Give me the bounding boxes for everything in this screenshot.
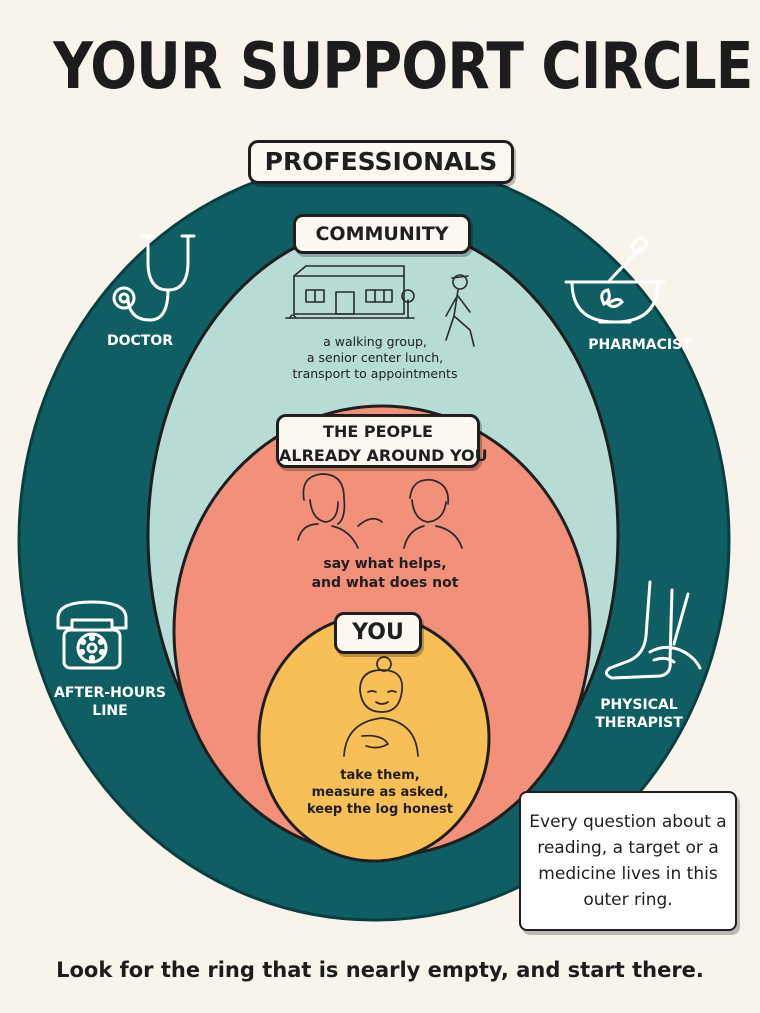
mortar-pestle-icon [564, 236, 666, 324]
physical-therapist-line2: THERAPIST [595, 715, 683, 731]
people-label-line1: THE PEOPLE [323, 422, 433, 441]
after-hours-line1: AFTER-HOURS [54, 685, 166, 701]
community-text-line3: transport to appointments [292, 366, 458, 381]
you-label-text: YOU [352, 620, 404, 645]
community-text-line1: a walking group, [323, 334, 427, 349]
doctor-label-text: DOCTOR [106, 333, 174, 349]
community-text: a walking group, a senior center lunch, … [270, 334, 480, 382]
physical-therapist-label: PHYSICAL THERAPIST [574, 696, 704, 732]
physical-therapist-line1: PHYSICAL [600, 697, 678, 713]
you-label: YOU [334, 612, 422, 654]
page-title: YOUR SUPPORT CIRCLE [53, 30, 753, 104]
pharmacist-label: PHARMACIST [570, 336, 710, 354]
you-text-line3: keep the log honest [306, 802, 453, 817]
professionals-label: PROFESSIONALS [248, 140, 514, 184]
doctor-label: DOCTOR [90, 332, 190, 350]
community-text-line2: a senior center lunch, [306, 350, 444, 365]
pharmacist-label-text: PHARMACIST [588, 337, 692, 353]
walking-person-icon [445, 274, 475, 347]
stethoscope-icon [112, 234, 196, 322]
people-text: say what helps, and what does not [280, 555, 490, 593]
building-icon [285, 265, 415, 319]
community-label-text: COMMUNITY [315, 223, 449, 245]
after-hours-line2: LINE [92, 703, 128, 719]
outer-ring-note: Every question about a reading, a target… [519, 791, 737, 931]
people-label-line2: ALREADY AROUND YOU [279, 446, 488, 465]
footer-text: Look for the ring that is nearly empty, … [56, 958, 704, 982]
outer-ring-note-text: Every question about a reading, a target… [529, 812, 727, 910]
telephone-icon [56, 600, 128, 670]
physical-therapy-icon [605, 580, 702, 680]
people-label: THE PEOPLE ALREADY AROUND YOU [276, 414, 488, 468]
people-talking-icon [297, 473, 463, 549]
professionals-label-text: PROFESSIONALS [264, 147, 498, 176]
you-text: take them, measure as asked, keep the lo… [290, 767, 470, 818]
people-text-line1: say what helps, [323, 556, 447, 572]
community-label: COMMUNITY [293, 214, 471, 254]
calm-person-icon [343, 656, 419, 757]
after-hours-label: AFTER-HOURS LINE [40, 684, 180, 720]
you-text-line2: measure as asked, [311, 785, 449, 800]
you-text-line1: take them, [340, 768, 420, 783]
people-text-line2: and what does not [311, 575, 459, 591]
